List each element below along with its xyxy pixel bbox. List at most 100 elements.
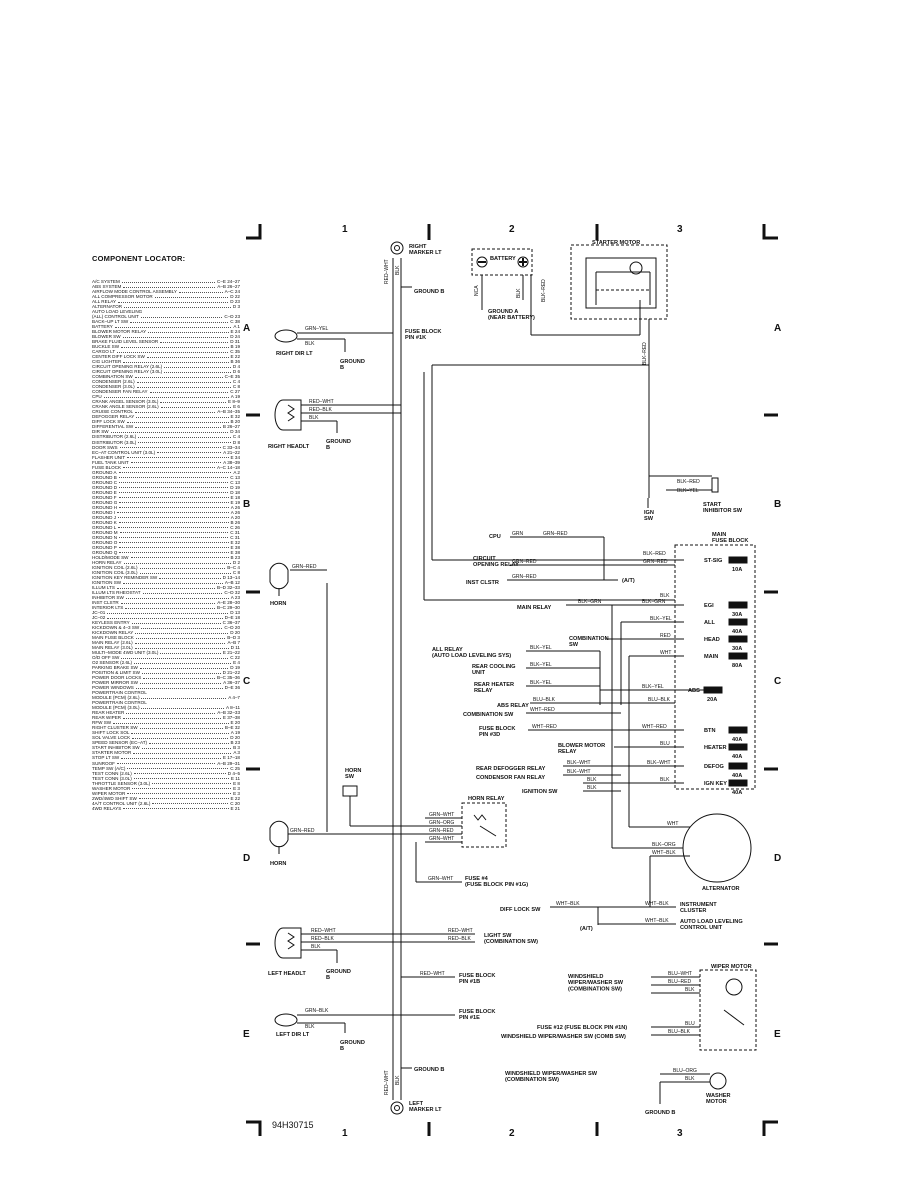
locator-item-ref: A–C 24 bbox=[224, 289, 240, 295]
grid-row-a-right: A bbox=[774, 323, 781, 334]
fuse-name: IGN KEY bbox=[704, 781, 727, 787]
locator-item-name: GROUND D bbox=[92, 484, 118, 490]
right-headlt-label: RIGHT HEADLT bbox=[268, 444, 310, 450]
locator-item-leader bbox=[123, 359, 229, 363]
locator-item-leader bbox=[135, 409, 216, 414]
locator-item-leader bbox=[152, 781, 232, 785]
locator-item-leader bbox=[160, 650, 221, 654]
wire-label-grn-wht: GRN–WHT bbox=[428, 876, 453, 882]
locator-item-leader bbox=[143, 675, 215, 679]
locator-item: CRANK ANGEL SENSOR (3.0L)E 8–9 bbox=[92, 399, 240, 404]
wire-label-nca: NCA bbox=[474, 285, 480, 296]
locator-item-name: DIFFERENTIAL SW bbox=[92, 424, 134, 430]
locator-item-name: TEST CONN (3.0L) bbox=[92, 775, 132, 781]
locator-item-ref: D 6 bbox=[232, 369, 240, 375]
locator-item: SPEED SENSOR (EC–AT)B 23 bbox=[92, 740, 240, 745]
locator-item-name: 2WD/4WD SHIFT SW bbox=[92, 795, 137, 801]
locator-item-name: CRANK ANGLE SENSOR (2.6L) bbox=[92, 404, 159, 410]
starter-motor-label: STARTER MOTOR bbox=[592, 240, 640, 246]
locator-item-name: BACK–UP LT SW bbox=[92, 319, 129, 325]
locator-item-name: PARKING BRAKE SW bbox=[92, 665, 138, 671]
locator-item-name: (ALL) CONTROL UNIT bbox=[92, 314, 139, 320]
locator-item-name: MAIN FUSE BLOCK bbox=[92, 635, 134, 641]
locator-item-name: O/D OFF SW bbox=[92, 655, 120, 661]
locator-item-leader bbox=[123, 806, 229, 810]
locator-item-ref: C 35 bbox=[230, 349, 240, 355]
locator-item-ref: D 20 bbox=[230, 735, 240, 741]
locator-item-leader bbox=[139, 570, 231, 574]
wire-label-wht-red: WHT–RED bbox=[530, 707, 555, 713]
locator-item-name: GROUND H bbox=[92, 504, 118, 510]
locator-item-name: RFW SW bbox=[92, 720, 112, 726]
ground-a-label: GROUND A(NEAR BATTERY) bbox=[488, 309, 535, 321]
locator-item-name: COMBINATION SW bbox=[92, 374, 133, 380]
locator-item-name: DEFOGGER RELAY bbox=[92, 414, 135, 420]
locator-item-leader bbox=[135, 630, 229, 634]
locator-item-leader bbox=[141, 745, 232, 750]
wire-label-blk-red: BLK–RED bbox=[677, 479, 700, 485]
condensor-fan-label: CONDENSOR FAN RELAY bbox=[476, 775, 545, 781]
locator-item-ref: E 18 bbox=[230, 494, 240, 500]
locator-item-leader bbox=[136, 379, 231, 383]
horn-upper: GRN–RED HORN bbox=[269, 562, 317, 607]
locator-item-leader bbox=[139, 680, 222, 684]
locator-item-ref: E 6 bbox=[233, 404, 240, 410]
fuse-rating: 40A bbox=[732, 629, 742, 635]
wire-label-blk: BLK bbox=[587, 777, 597, 783]
wiper-motor-label: WIPER MOTOR bbox=[711, 964, 752, 970]
wire-label-blk-yel: BLK–YEL bbox=[530, 645, 552, 651]
wire-label-blk: BLK bbox=[685, 987, 695, 993]
locator-item-leader bbox=[123, 580, 223, 584]
locator-item-leader bbox=[121, 344, 229, 348]
locator-item-name: CIRCUIT OPENING RELAY (3.0L) bbox=[92, 369, 163, 375]
wire-label-blk: BLK bbox=[660, 777, 670, 783]
fuse-name: HEATER bbox=[704, 745, 727, 751]
wire-label-blk-yel: BLK–YEL bbox=[530, 662, 552, 668]
locator-item-name: IGNITION COIL (3.0L) bbox=[92, 569, 138, 575]
grid-row-c-right: C bbox=[774, 676, 781, 687]
locator-item-name: STARTER MOTOR bbox=[92, 750, 132, 756]
locator-item-name: MAIN RELAY (2.6L) bbox=[92, 640, 133, 646]
locator-item-name: HOLD/MODE SW bbox=[92, 554, 129, 560]
locator-item-ref: C 31 bbox=[230, 534, 240, 540]
locator-item-name: ABS SYSTEM bbox=[92, 284, 122, 290]
locator-item-name: A/C SYSTEM bbox=[92, 279, 120, 284]
locator-item-leader bbox=[121, 279, 215, 283]
locator-item-ref: A 19 bbox=[230, 730, 240, 736]
locator-item-ref: C 31 bbox=[230, 529, 240, 535]
locator-item-leader bbox=[134, 374, 223, 378]
crop-marks bbox=[246, 224, 778, 1136]
wire-label-blu: BLU bbox=[660, 741, 670, 747]
locator-item: EC–AT CONTROL UNIT (3.0L)A 21–22 bbox=[92, 450, 240, 455]
horn-lower: GRN–RED HORN bbox=[269, 820, 425, 867]
locator-item-ref: E 11 bbox=[230, 775, 240, 781]
grid-row-a-left: A bbox=[243, 323, 250, 334]
fuse-name: MAIN bbox=[704, 654, 718, 660]
grid-row-d-right: D bbox=[774, 853, 781, 864]
locator-item-ref: C 4 bbox=[232, 434, 240, 440]
locator-item-ref: D 2 bbox=[232, 559, 240, 565]
locator-item-ref: E 22 bbox=[230, 354, 240, 360]
locator-item-ref: E 38 bbox=[230, 544, 240, 550]
wire-label-blu-blk: BLU–BLK bbox=[648, 697, 671, 703]
